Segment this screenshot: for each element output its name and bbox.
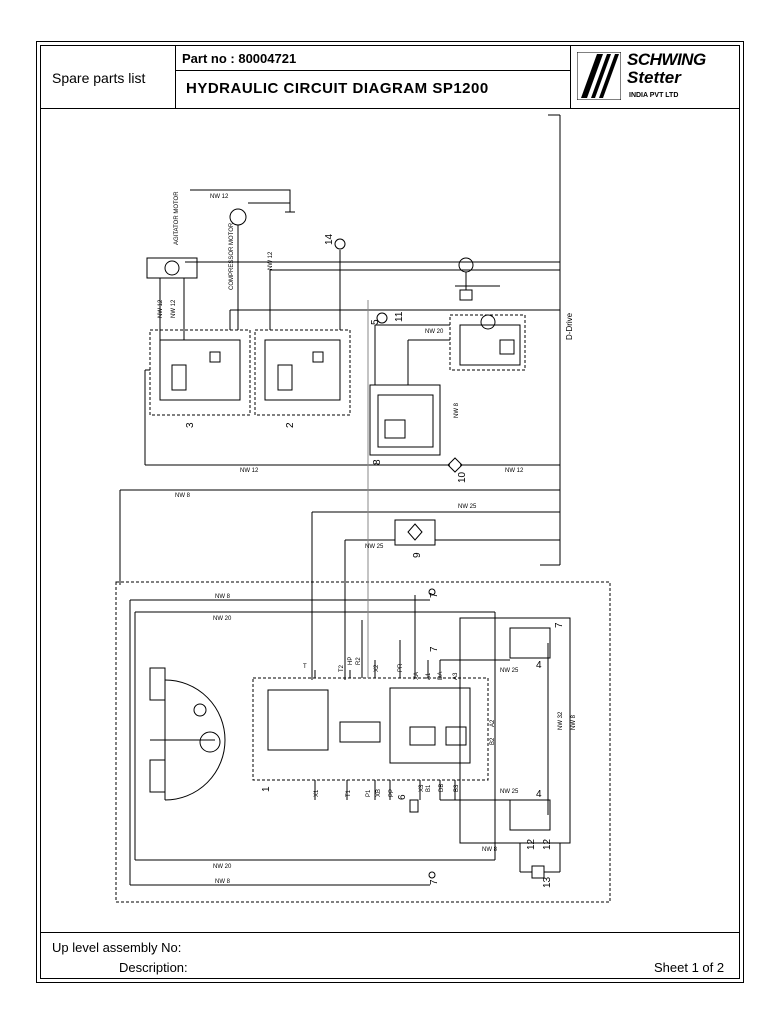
label-nw20-a: NW 20 [425, 329, 444, 335]
callout-4-b: 4 [536, 789, 542, 800]
callout-7-d: 7 [429, 879, 440, 885]
label-nw25-d: NW 25 [500, 789, 519, 795]
port-t: T [303, 664, 307, 670]
callout-11: 11 [394, 311, 405, 322]
callout-4-a: 4 [536, 660, 542, 671]
port-x1: X1 [314, 789, 320, 797]
port-hp: HP [348, 657, 354, 665]
label-nw32: NW 32 [558, 711, 564, 730]
callout-8: 8 [372, 459, 383, 465]
port-pr: PR [398, 663, 404, 672]
port-db: DB [439, 784, 445, 792]
callout-3: 3 [185, 422, 196, 428]
label-nw20-b: NW 20 [213, 616, 232, 622]
label-nw25-b: NW 25 [365, 544, 384, 550]
label-nw12-f: NW 12 [505, 468, 524, 474]
callout-9: 9 [412, 552, 423, 558]
label-agitator-motor: AGITATOR MOTOR [174, 191, 180, 245]
callout-12-a: 12 [526, 838, 537, 850]
label-nw8-a: NW 8 [175, 493, 191, 499]
port-x2: X2 [374, 664, 380, 672]
logo-line-2: Stetter [627, 68, 681, 87]
label-nw12-a: NW 12 [158, 299, 164, 318]
callout-7-c: 7 [554, 622, 565, 628]
port-t1: T1 [346, 789, 352, 797]
label-nw12-d: NW 12 [210, 194, 229, 200]
callout-12-b: 12 [542, 838, 553, 850]
part-number: Part no : 80004721 [182, 51, 297, 66]
port-a3: A3 [453, 672, 459, 680]
diagram-title: HYDRAULIC CIRCUIT DIAGRAM SP1200 [186, 80, 489, 97]
port-t2: T2 [339, 664, 345, 672]
port-a2: A2 [490, 719, 496, 727]
callout-7-b: 7 [429, 646, 440, 652]
label-nw12-c: NW 12 [268, 251, 274, 270]
header-divider-1 [175, 45, 176, 108]
label-nw12-b: NW 12 [171, 299, 177, 318]
label-nw8-f: NW 8 [482, 847, 498, 853]
callout-13: 13 [542, 876, 553, 888]
logo-stripes-icon [577, 52, 621, 100]
label-compressor-motor: COMPRESSOR MOTOR [229, 222, 235, 290]
label-nw12-e: NW 12 [240, 468, 259, 474]
port-pp: PP [389, 789, 395, 797]
port-xb: XB [376, 789, 382, 797]
callout-10: 10 [457, 471, 468, 483]
label-nw8-e: NW 8 [571, 714, 577, 730]
port-b1: B1 [426, 784, 432, 792]
port-da: DA [438, 672, 444, 680]
outer-frame [36, 41, 744, 983]
label-nw8-d: NW 8 [215, 879, 231, 885]
port-b2: B2 [490, 737, 496, 745]
callout-1: 1 [261, 786, 272, 792]
label-nw25-c: NW 25 [500, 668, 519, 674]
port-xa: XA [414, 672, 420, 680]
sheet-number: Sheet 1 of 2 [654, 960, 725, 975]
callout-5: 5 [370, 319, 381, 325]
label-nw25-a: NW 25 [458, 504, 477, 510]
logo-line-3: INDIA PVT LTD [629, 92, 679, 99]
callout-2: 2 [285, 422, 296, 428]
company-logo: SCHWING Stetter INDIA PVT LTD [577, 48, 737, 106]
callout-14: 14 [324, 233, 335, 245]
inner-frame [40, 45, 740, 979]
label-nw20-c: NW 20 [213, 864, 232, 870]
label-nw8-b: NW 8 [454, 402, 460, 418]
header-bottom-line [40, 108, 740, 109]
port-r2: R2 [356, 657, 362, 665]
label-d-drive: D-Drive [565, 312, 574, 340]
callout-7-a: 7 [429, 592, 440, 598]
header-divider-2 [570, 45, 571, 108]
port-a1: A1 [426, 672, 432, 680]
port-p1: P1 [366, 789, 372, 797]
logo-line-1: SCHWING [627, 50, 706, 69]
footer-top-line [40, 932, 740, 933]
description-label: Description: [119, 960, 188, 975]
label-nw8-c: NW 8 [215, 594, 231, 600]
callout-6: 6 [397, 794, 408, 800]
doc-type-label: Spare parts list [52, 70, 146, 86]
port-x3: X3 [419, 784, 425, 792]
assembly-label: Up level assembly No: [52, 940, 182, 955]
port-b3: B3 [454, 784, 460, 792]
header-partno-line [175, 70, 570, 71]
